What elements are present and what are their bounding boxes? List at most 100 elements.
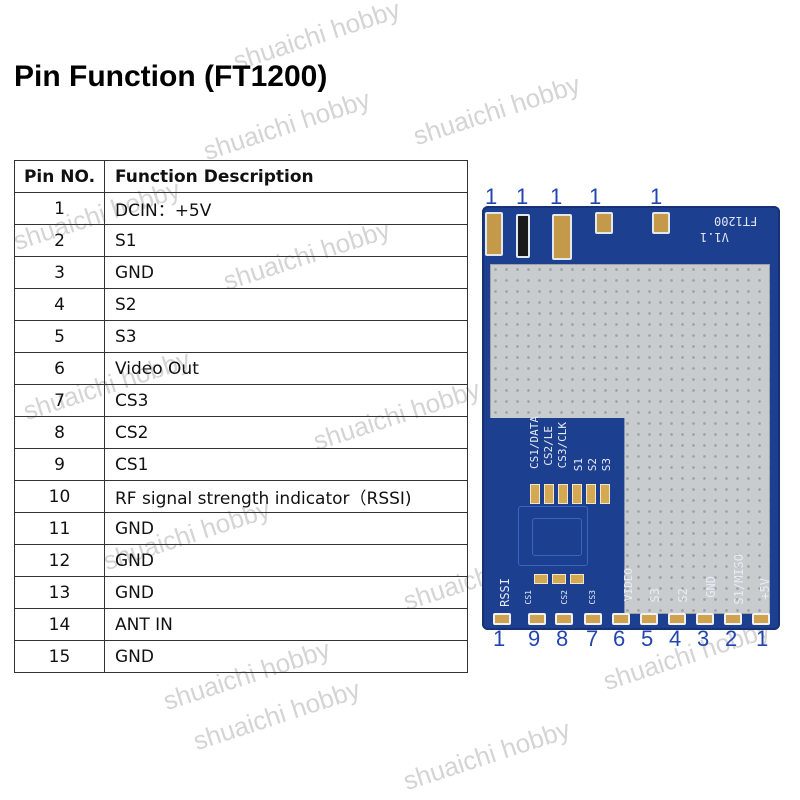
pin-function-cell: DCIN：+5V (104, 192, 468, 225)
pin-number-cell: 2 (14, 224, 105, 257)
pin-number-cell: 8 (14, 416, 105, 449)
pin-marker-bottom: 2 (725, 626, 738, 651)
pin-function-cell: CS1 (104, 448, 468, 481)
pad-bottom-5v (752, 613, 770, 625)
pad-bottom-video (612, 613, 630, 625)
watermark: shuaichi hobby (189, 673, 364, 757)
pin-marker-top: 1 (550, 184, 563, 209)
pin-number-cell: 12 (14, 544, 105, 577)
pad-bottom-cs2 (555, 613, 573, 625)
pad-bottom-gnd (696, 613, 714, 625)
board-label-cs3-small: CS3 (588, 590, 597, 605)
board-label-s1: S1 (572, 458, 585, 472)
smd-component (558, 484, 568, 504)
board-label-s2-bottom: S2 (676, 588, 690, 603)
board-label-video: VIDEO (622, 568, 635, 602)
pad-bottom-rssi (493, 613, 511, 625)
pin-number-cell: 11 (14, 512, 105, 545)
board-label-cs3-clk: CS3/CLK (556, 422, 569, 469)
module-board: FT1200 V1.1 CS1/DATA CS2/LE CS3/CLK S1 S… (482, 206, 780, 630)
pin-marker-top: 1 (589, 184, 602, 209)
pin-function-cell: GND (104, 256, 468, 289)
pin-marker-bottom: 7 (586, 626, 599, 651)
board-label-s3-bottom: S3 (648, 588, 662, 603)
pad-top-1 (485, 212, 503, 256)
pin-function-cell: S2 (104, 288, 468, 321)
pin-function-cell: GND (104, 640, 468, 673)
board-label-cs2-le: CS2/LE (542, 426, 555, 466)
pin-number-cell: 10 (14, 480, 105, 513)
board-label-rssi: RSSI (498, 578, 512, 607)
smd-component (544, 484, 554, 504)
board-label-cs1-data: CS1/DATA (528, 416, 541, 469)
pin-number-cell: 13 (14, 576, 105, 609)
board-model-label: FT1200 (714, 214, 758, 228)
pin-number-cell: 7 (14, 384, 105, 417)
pin-function-cell: Video Out (104, 352, 468, 385)
board-label-cs2-small: CS2 (560, 590, 569, 605)
smd-component (530, 484, 540, 504)
pin-function-cell: CS2 (104, 416, 468, 449)
pin-function-cell: GND (104, 576, 468, 609)
pin-marker-bottom: 6 (613, 626, 626, 651)
pad-top-3 (552, 214, 572, 260)
pin-function-cell: S3 (104, 320, 468, 353)
page-title: Pin Function (FT1200) (14, 60, 328, 93)
board-label-5v: +5V (758, 578, 772, 600)
watermark: shuaichi hobby (399, 713, 574, 797)
pin-marker-top: 1 (485, 184, 498, 209)
pin-number-cell: 4 (14, 288, 105, 321)
smd-component (552, 574, 566, 584)
board-label-gnd-bottom: GND (704, 576, 718, 598)
pad-top-2 (516, 214, 530, 258)
smd-component (570, 574, 584, 584)
watermark: shuaichi hobby (199, 83, 374, 167)
trace (518, 506, 588, 566)
pin-number-cell: 14 (14, 608, 105, 641)
pad-top-5 (652, 212, 670, 234)
smd-component (586, 484, 596, 504)
pin-number-cell: 5 (14, 320, 105, 353)
smd-component (534, 574, 548, 584)
watermark: shuaichi hobby (409, 68, 584, 152)
pad-bottom-cs3 (584, 613, 602, 625)
pin-function-cell: RF signal strength indicator（RSSI) (104, 480, 468, 513)
pin-function-cell: S1 (104, 224, 468, 257)
pad-bottom-s3 (640, 613, 658, 625)
smd-component (600, 484, 610, 504)
pin-marker-bottom: 4 (669, 626, 682, 651)
pin-marker-bottom: 1 (756, 626, 769, 651)
pin-number-cell: 6 (14, 352, 105, 385)
pin-marker-bottom: 1 (493, 626, 506, 651)
pin-function-cell: ANT IN (104, 608, 468, 641)
pin-marker-bottom: 5 (641, 626, 654, 651)
board-version-label: V1.1 (700, 230, 729, 244)
pad-bottom-s2 (668, 613, 686, 625)
header-function: Function Description (104, 160, 468, 193)
pad-bottom-cs1 (528, 613, 546, 625)
board-label-s1-miso: S1/MISO (732, 554, 746, 605)
pad-bottom-s1 (724, 613, 742, 625)
pin-function-cell: GND (104, 544, 468, 577)
pin-marker-bottom: 3 (697, 626, 710, 651)
pin-number-cell: 3 (14, 256, 105, 289)
pin-function-cell: CS3 (104, 384, 468, 417)
smd-component (572, 484, 582, 504)
pin-marker-bottom: 9 (528, 626, 541, 651)
board-label-s3: S3 (600, 458, 613, 472)
